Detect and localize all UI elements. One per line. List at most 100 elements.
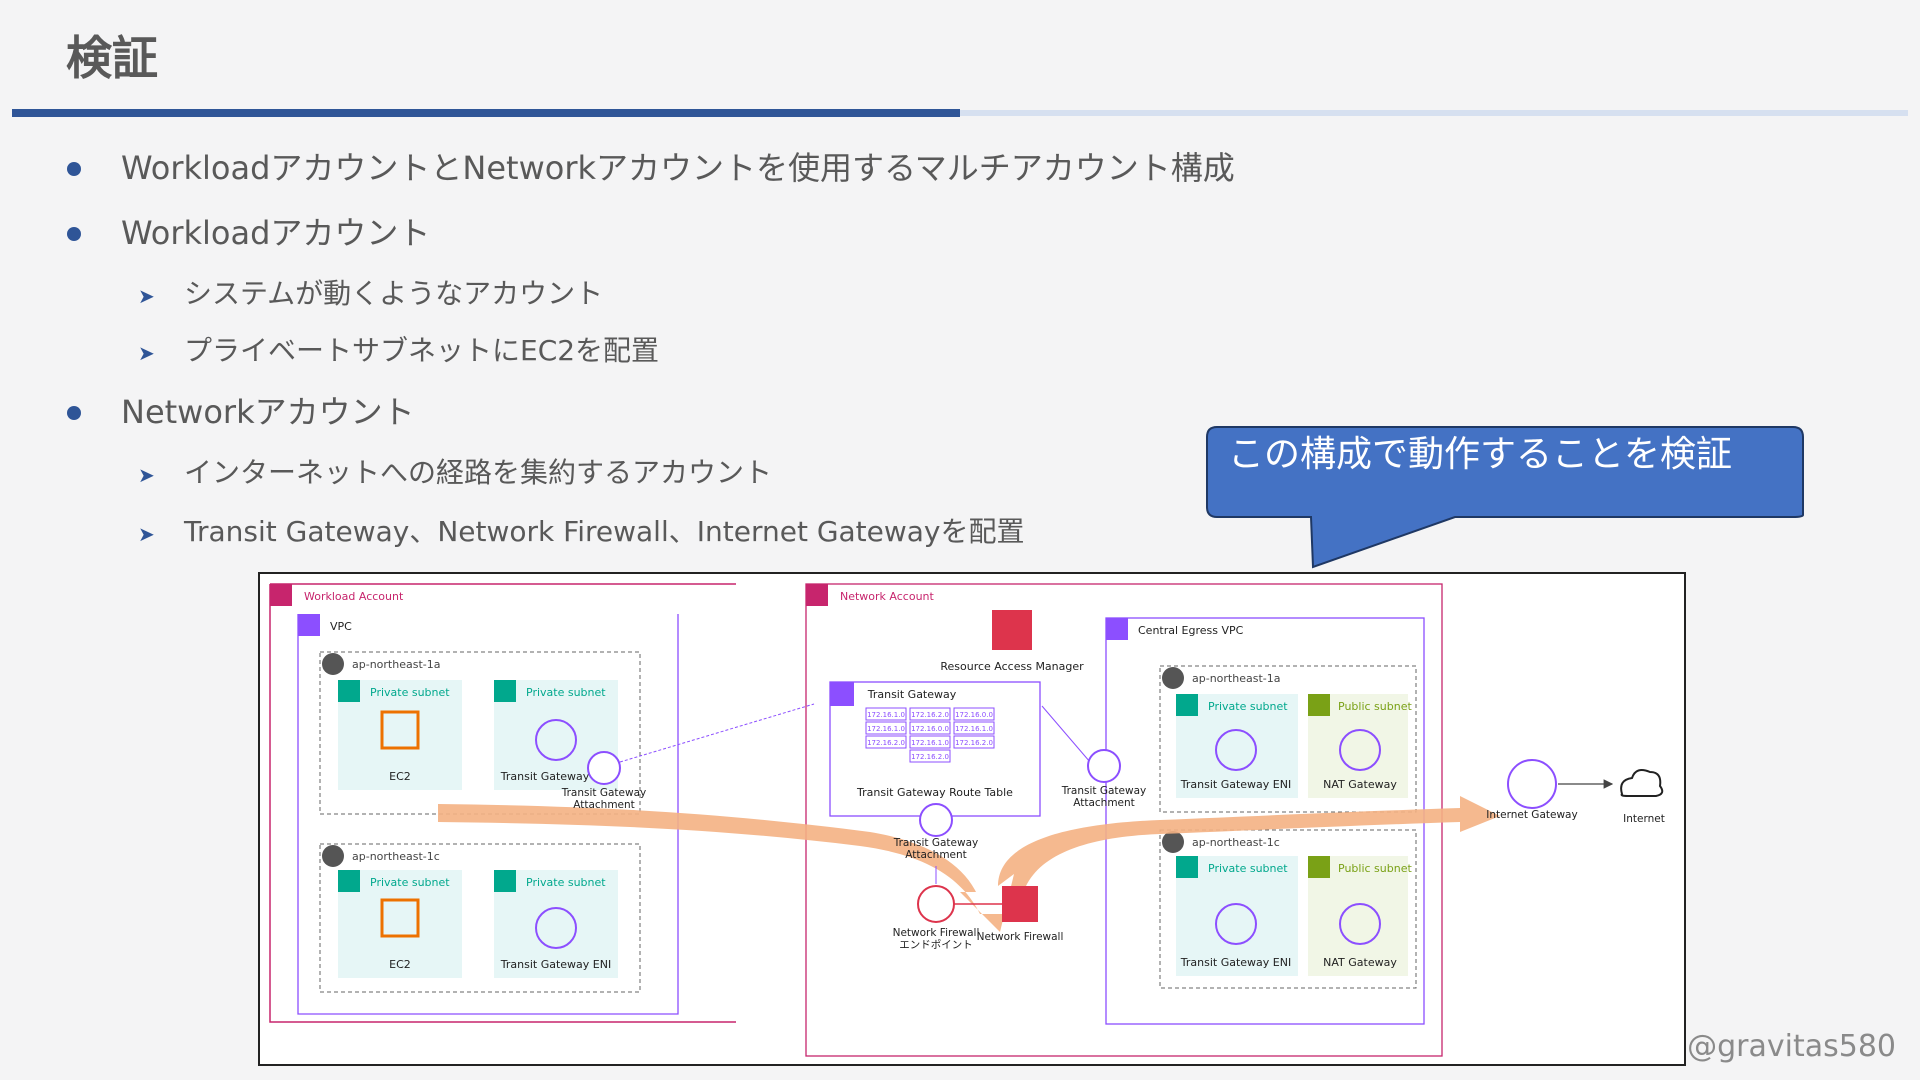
route-entry-label: 172.16.1.0 (867, 725, 905, 733)
vpc-label: VPC (330, 620, 352, 633)
eni-label: Transit Gateway ENI (1180, 778, 1291, 791)
architecture-diagram: Workload Account VPC ap-northeast-1a Pri… (258, 572, 1686, 1066)
ram-label: Resource Access Manager (940, 660, 1084, 673)
sub-bullet-item: ➤ インターネットへの経路を集約するアカウント (138, 455, 773, 491)
route-entry-label: 172.16.2.0 (955, 739, 993, 747)
route-entry (953, 721, 995, 735)
internet-gateway-group: Internet Gateway Internet (1486, 759, 1665, 825)
route-entry-label: 172.16.1.0 (867, 711, 905, 719)
account-icon (270, 584, 292, 606)
az-1c-group: ap-northeast-1c Private subnet EC2 Priva… (319, 843, 641, 993)
attachment-icon (587, 751, 621, 785)
sub-bullet-text: システムが動くようなアカウント (184, 277, 604, 310)
sub-bullet-text: インターネットへの経路を集約するアカウント (184, 456, 773, 489)
lock-icon (1176, 694, 1198, 716)
lock-icon (338, 870, 360, 892)
callout-text: この構成で動作することを検証 (1228, 434, 1733, 475)
attachment-label: Transit Gateway (893, 837, 979, 849)
attachment-label: Transit Gateway (1061, 785, 1147, 797)
arrow-bullet-icon: ➤ (138, 522, 155, 546)
eni-label: Transit Gateway ENI (500, 770, 611, 783)
nfw-endpoint-label: Network Firewall (893, 927, 980, 939)
route-entry (909, 735, 951, 749)
workload-account-label: Workload Account (304, 590, 404, 603)
bullet-text: Workloadアカウント (121, 214, 431, 252)
private-subnet-label: Private subnet (370, 686, 450, 699)
firewall-endpoint-icon (917, 885, 955, 923)
ram-icon (992, 610, 1032, 650)
route-entry (909, 707, 951, 721)
internet-gateway-icon (1507, 759, 1557, 809)
az-label: ap-northeast-1a (1192, 672, 1280, 685)
route-table-entries: 172.16.1.0 172.16.1.0 172.16.2.0 172.16.0.0… (865, 707, 995, 763)
az-label: ap-northeast-1a (352, 658, 440, 671)
lock-icon (1308, 694, 1330, 716)
route-entry-label: 172.16.2.0 (911, 753, 949, 761)
network-account-group: Network Account Resource Access Manager … (805, 583, 1443, 1057)
arrow-bullet-icon: ➤ (138, 463, 155, 487)
lock-icon (338, 680, 360, 702)
sub-bullet-item: ➤Transit Gateway、Network Firewall、Intern… (138, 514, 1025, 550)
network-firewall-icon (1002, 886, 1038, 922)
tgw-label: Transit Gateway (867, 688, 957, 701)
bullet-text: Networkアカウント (121, 393, 415, 431)
az-label: ap-northeast-1c (1192, 836, 1280, 849)
ec2-label: EC2 (389, 770, 411, 783)
traffic-flow-arrow (438, 796, 1500, 932)
az-icon (1162, 667, 1184, 689)
tgw-attachment-right: Transit Gateway Attachment (1041, 705, 1147, 809)
attachment-label: Transit Gateway (561, 787, 647, 799)
ec2-icon (380, 898, 420, 938)
private-subnet-label: Private subnet (370, 876, 450, 889)
internet-cloud-icon (1620, 769, 1664, 797)
igw-label: Internet Gateway (1486, 809, 1577, 821)
private-subnet-label: Private subnet (526, 876, 606, 889)
bullet-dot-icon (67, 162, 81, 176)
route-entry (953, 735, 995, 749)
route-entry (909, 721, 951, 735)
eni-label: Transit Gateway ENI (500, 958, 611, 971)
slide-title: 検証 (66, 31, 158, 85)
tgw-attachment-left: Transit Gateway Attachment (561, 703, 815, 811)
ec2-icon (380, 710, 420, 750)
az-icon (1162, 831, 1184, 853)
tgw-icon (830, 682, 854, 706)
internet-label: Internet (1623, 813, 1665, 825)
lock-icon (494, 870, 516, 892)
lock-icon (1308, 856, 1330, 878)
title-underline (12, 109, 1908, 117)
route-entry-label: 172.16.0.0 (955, 711, 993, 719)
diagram-canvas: Workload Account VPC ap-northeast-1a Pri… (269, 583, 1665, 1057)
underline-accent (12, 109, 960, 117)
az-1a-group: ap-northeast-1a Private subnet EC2 Priva… (319, 651, 641, 815)
attachment-icon (919, 803, 953, 837)
eni-icon (1215, 729, 1257, 771)
network-firewall-group: Network Firewall エンドポイント Network Firewal… (893, 866, 1064, 951)
workload-account-group: Workload Account (269, 583, 736, 1023)
route-entry-label: 172.16.2.0 (911, 711, 949, 719)
public-subnet-label: Public subnet (1338, 862, 1412, 875)
route-entry-label: 172.16.2.0 (867, 739, 905, 747)
vpc-icon (1106, 618, 1128, 640)
bullet-item: Networkアカウント (67, 392, 415, 432)
network-account-label: Network Account (840, 590, 935, 603)
route-entry (865, 721, 907, 735)
az-label: ap-northeast-1c (352, 850, 440, 863)
tgw-attachment-center: Transit Gateway Attachment (893, 803, 979, 861)
underline-track (960, 110, 1908, 116)
bullet-dot-icon (67, 227, 81, 241)
central-egress-vpc-group: Central Egress VPC ap-northeast-1a Priva… (1105, 617, 1425, 1025)
nfw-label: Network Firewall (977, 931, 1064, 943)
attachment-label: Attachment (905, 849, 967, 861)
route-entry (865, 707, 907, 721)
vpc-icon (298, 614, 320, 636)
arrow-bullet-icon: ➤ (138, 341, 155, 365)
egress-vpc-label: Central Egress VPC (1138, 624, 1244, 637)
private-subnet-label: Private subnet (526, 686, 606, 699)
nat-gateway-icon (1339, 903, 1381, 945)
eni-icon (1215, 903, 1257, 945)
bullet-dot-icon (67, 406, 81, 420)
lock-icon (1176, 856, 1198, 878)
sub-bullet-item: ➤プライベートサブネットにEC2を配置 (138, 333, 659, 369)
az-icon (322, 653, 344, 675)
